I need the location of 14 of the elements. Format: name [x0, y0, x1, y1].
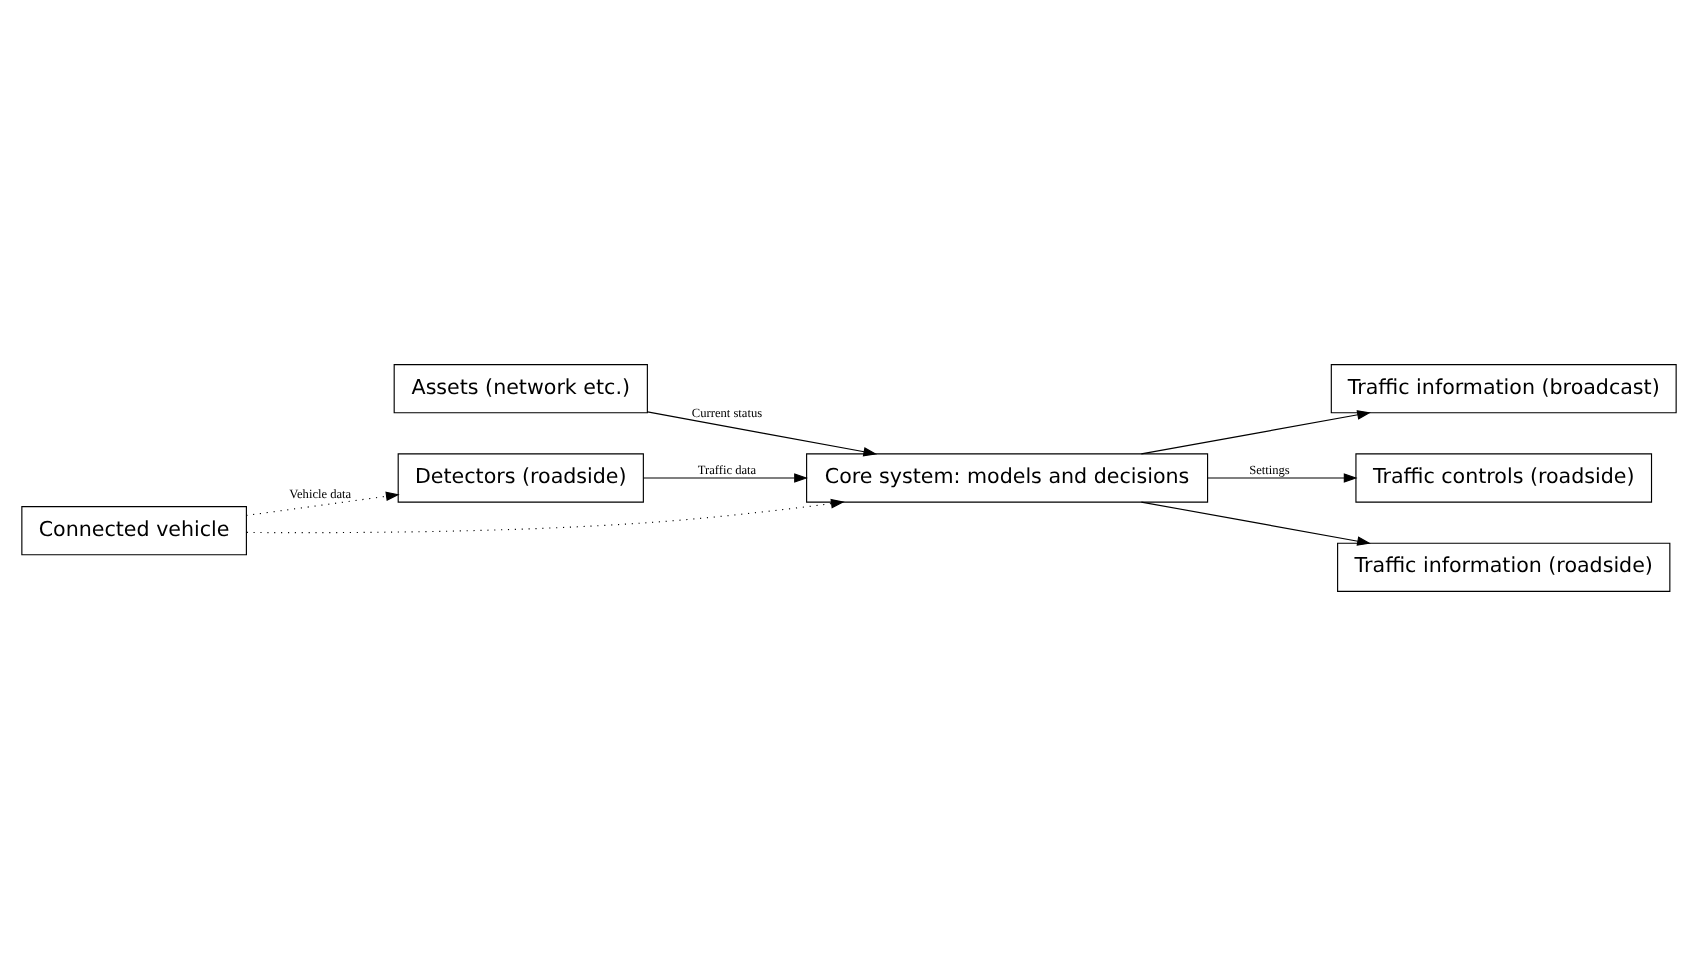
arrow — [646, 410, 878, 456]
node-box: Core system: models and decisions — [806, 452, 1209, 502]
arrow — [1140, 409, 1371, 454]
node-box: Detectors (roadside) — [397, 452, 644, 502]
arrow — [642, 472, 808, 482]
node-box: Traffic controls (roadside) — [1355, 452, 1653, 502]
node-box: Traffic information (broadcast) — [1330, 363, 1677, 413]
arrow — [245, 490, 400, 516]
node-box: Connected vehicle — [21, 505, 247, 555]
node-box: Assets (network etc.) — [393, 363, 648, 413]
arrow — [246, 497, 845, 533]
node-box: Traffic information (roadside) — [1337, 541, 1671, 591]
arrow — [1207, 472, 1358, 482]
arrow — [1140, 500, 1371, 545]
